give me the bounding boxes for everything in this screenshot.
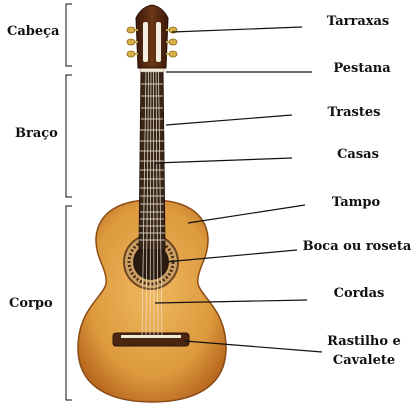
soundhole [133,244,169,280]
part-label-soundhole: Boca ou roseta [302,239,412,254]
leader-tuners [171,26,303,33]
part-label-nut: Pestana [333,61,391,76]
nut [139,67,165,73]
leader-strings [154,299,308,304]
neck-bracket [65,74,72,198]
part-label-tuners: Tarraxas [326,14,390,29]
headstock-slot-right [156,22,161,62]
bridge [112,332,190,347]
leader-lines [154,26,323,353]
part-label-bridge-line2: Cavalete [332,353,396,368]
part-label-bridge-line1: Rastilho e [327,334,401,349]
section-label-head: Cabeça [7,24,60,39]
headstock [135,4,169,69]
part-label-top: Tampo [331,195,381,210]
leader-frets [165,114,293,126]
head-bracket [65,3,72,67]
part-label-strings: Cordas [333,286,385,301]
section-label-body: Corpo [9,296,53,311]
strings [141,69,163,337]
leader-top [187,204,306,224]
tuner-posts [135,29,169,55]
saddle [121,335,181,338]
leader-soundhole [164,249,298,263]
section-label-neck: Braço [15,126,58,141]
headstock-slot-left [143,22,148,62]
body-bracket [65,205,72,401]
rosette-ring [127,238,175,286]
leader-bridge [184,340,323,353]
leader-fret-spaces [154,157,293,164]
part-label-frets: Trastes [327,105,381,120]
guitar-body [77,199,227,403]
part-label-fret-spaces: Casas [337,147,379,162]
